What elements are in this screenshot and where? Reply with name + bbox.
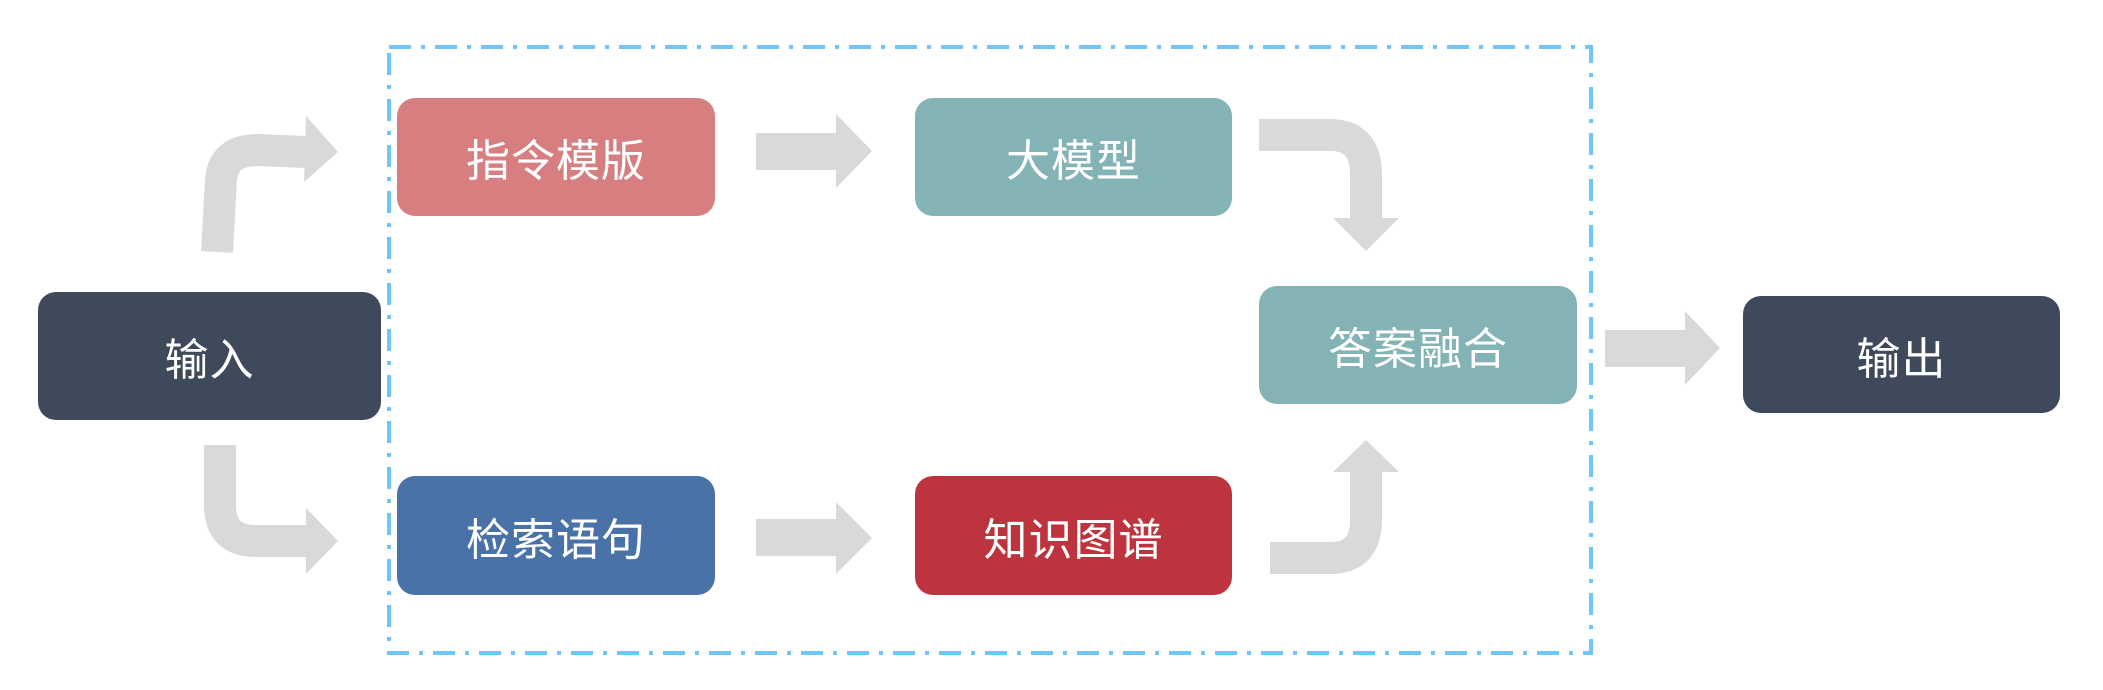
arrow-kg-to-fusion: [1270, 440, 1399, 574]
arrow-template-to-llm: [756, 114, 872, 188]
node-answer-fusion: 答案融合: [1259, 286, 1577, 404]
arrow-fusion-to-output: [1605, 311, 1720, 385]
arrow-input-to-template: [201, 116, 338, 253]
node-label: 输入: [164, 335, 255, 386]
node-label: 大模型: [1006, 136, 1141, 187]
node-label: 指令模版: [466, 136, 646, 187]
node-label: 输出: [1856, 333, 1947, 385]
node-input: 输入: [38, 292, 381, 420]
arrow-input-to-query: [204, 445, 338, 574]
node-knowledge-graph: 知识图谱: [915, 476, 1232, 595]
node-label: 知识图谱: [983, 514, 1164, 566]
node-instruction-template: 指令模版: [397, 98, 715, 216]
node-retrieval-query: 检索语句: [397, 476, 715, 595]
arrow-llm-to-fusion: [1259, 119, 1399, 251]
node-large-model: 大模型: [915, 98, 1232, 216]
node-label: 答案融合: [1328, 324, 1508, 375]
group-boundary: [387, 45, 1593, 655]
arrow-query-to-kg: [756, 502, 872, 574]
node-output: 输出: [1743, 296, 2060, 413]
node-label: 检索语句: [466, 514, 646, 566]
